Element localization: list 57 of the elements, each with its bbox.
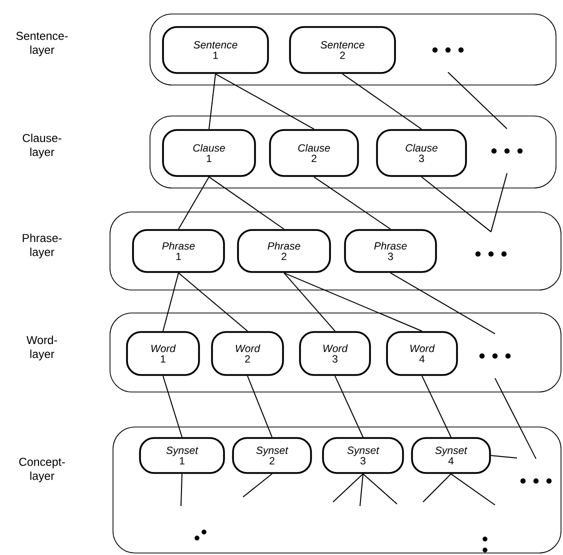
connector-line (178, 176, 210, 230)
connector-line (490, 455, 518, 458)
connector-line (390, 272, 496, 334)
unit-box: Word 1 (126, 331, 200, 376)
connector-line (448, 72, 508, 130)
unit-box: Synset 2 (232, 437, 312, 474)
connector-line (360, 473, 364, 506)
ellipsis-dots (475, 251, 507, 257)
layer-band (150, 14, 556, 86)
unit-box: Word 3 (299, 331, 371, 376)
unit-box: Phrase 2 (237, 229, 331, 273)
ellipsis-dots (432, 47, 464, 53)
connector-line (332, 473, 364, 502)
connector-line (334, 375, 364, 438)
unit-box: Synset 1 (139, 437, 225, 474)
connector-line (208, 176, 284, 230)
unit-box: Word 2 (211, 331, 284, 376)
layer-band (150, 116, 556, 188)
ellipsis-dots (491, 148, 523, 154)
layer-label: Phrase- layer (22, 234, 62, 258)
unit-box: Clause 3 (376, 129, 467, 177)
unit-box: Clause 1 (162, 129, 256, 177)
connector-line (208, 73, 216, 130)
connector-line (362, 473, 398, 504)
layer-band (112, 426, 562, 554)
connector-line (421, 176, 492, 232)
unit-box: Synset 3 (322, 437, 404, 474)
layer-band (110, 212, 562, 290)
layer-label: Concept- layer (19, 458, 65, 482)
unit-box: Word 4 (386, 331, 458, 376)
layer-label: Clause- layer (22, 134, 62, 158)
connector-line (490, 172, 508, 232)
connector-line (314, 176, 391, 230)
connector-line (422, 473, 452, 502)
unit-box: Phrase 1 (132, 229, 225, 273)
ellipsis-dots (479, 353, 511, 359)
connector-line (494, 378, 536, 460)
ellipsis-dots (520, 478, 552, 484)
unit-box: Sentence 1 (162, 26, 269, 74)
unit-box: Synset 4 (411, 437, 491, 474)
connector-line (342, 73, 422, 130)
layer-label: Sentence- layer (16, 32, 68, 56)
connector-line (450, 473, 496, 506)
connector-line (178, 272, 248, 332)
layer-label: Word- layer (26, 336, 58, 360)
connector-line (247, 375, 272, 438)
connector-line (162, 272, 179, 332)
connector-line (162, 375, 182, 438)
connector-line (180, 473, 182, 506)
unit-box: Sentence 2 (289, 26, 396, 74)
layer-band (110, 312, 562, 392)
connector-line (215, 73, 314, 130)
connector-line (284, 272, 336, 332)
unit-box: Phrase 3 (344, 229, 437, 273)
connector-line (422, 375, 452, 438)
unit-box: Clause 2 (269, 129, 359, 177)
connector-line (242, 473, 272, 498)
